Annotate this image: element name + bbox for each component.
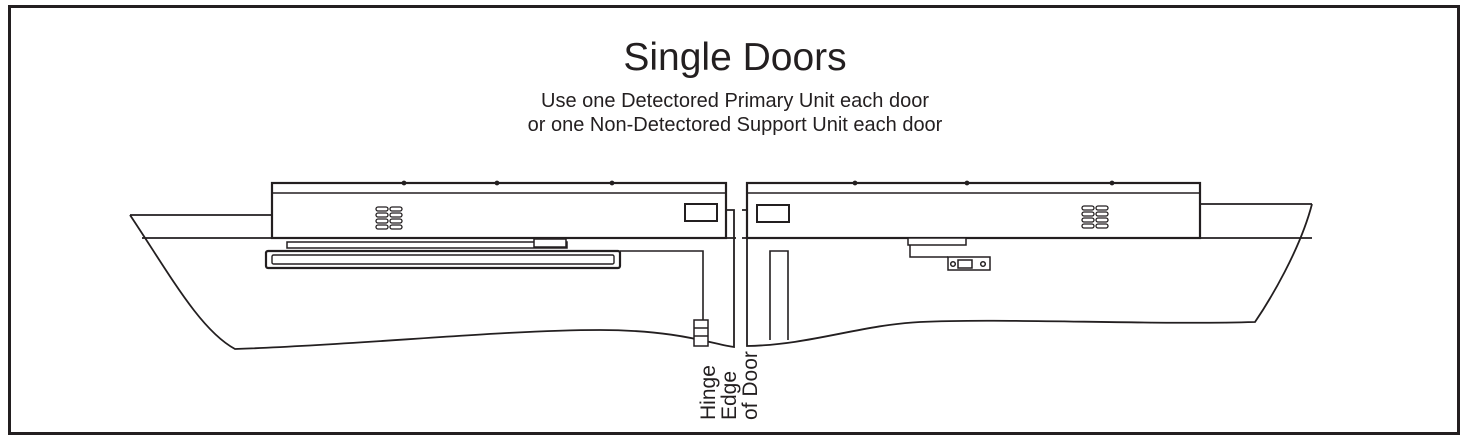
subtitle-line-1: Use one Detectored Primary Unit each doo…: [541, 90, 929, 112]
hinge-knuckle: [693, 319, 709, 347]
subtitle-line-2: or one Non-Detectored Support Unit each …: [527, 114, 943, 136]
left-door-assembly: [129, 180, 736, 350]
right-door-assembly: [742, 180, 1313, 347]
right-arm-bracket: [907, 237, 991, 271]
right-vent-slots: [1081, 205, 1109, 229]
left-arm-track: [264, 238, 622, 270]
hinge-edge-label: Hinge Edge of Door: [697, 351, 762, 420]
left-closer-unit: [270, 180, 728, 240]
hinge-label-line-3: of Door: [739, 351, 762, 420]
diagram-frame: [8, 5, 1460, 435]
left-door-stop: [620, 250, 704, 323]
hinge-label-line-2: Edge: [718, 371, 741, 420]
right-closer-unit: [745, 180, 1202, 240]
right-door-stop: [769, 250, 789, 340]
left-vent-slots: [375, 206, 403, 230]
hinge-label-line-1: Hinge: [697, 365, 720, 420]
diagram-title: Single Doors: [623, 36, 847, 79]
